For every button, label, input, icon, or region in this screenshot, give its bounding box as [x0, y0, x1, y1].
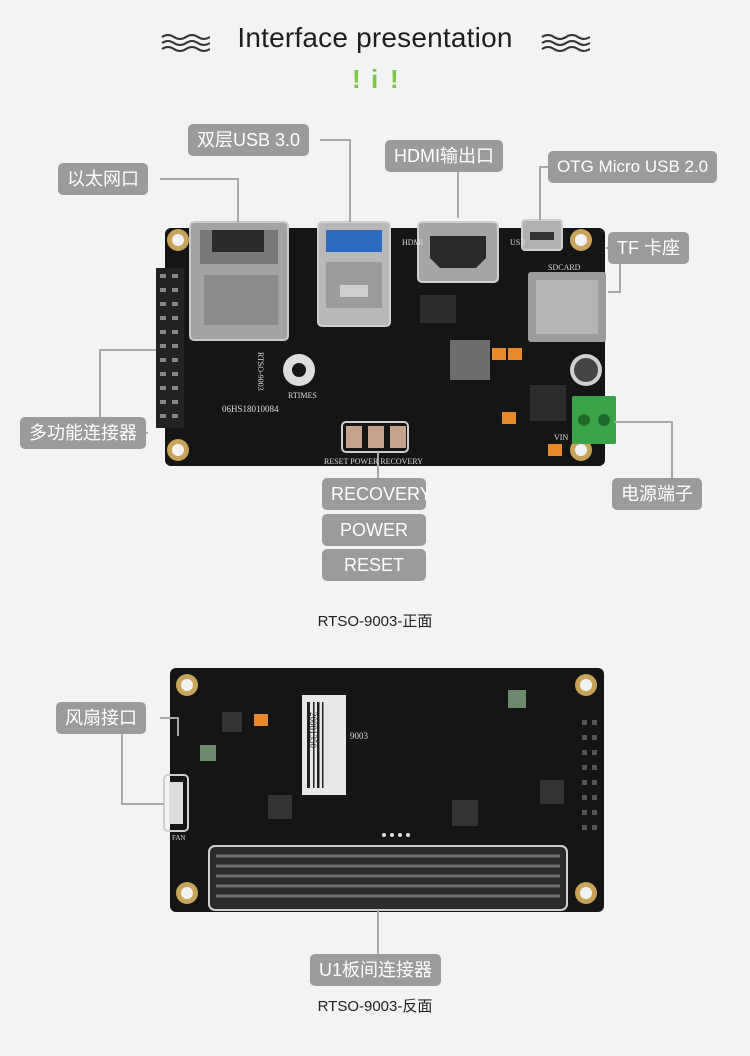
label-hdmi: HDMI输出口 [385, 140, 503, 172]
exclamation-mark: ! [390, 64, 399, 94]
silkscreen-brand: RTIMES [288, 391, 317, 400]
label-u1-connector: U1板间连接器 [310, 954, 442, 986]
silkscreen-buttons: RESET POWER RECOVERY [324, 457, 423, 466]
silkscreen-serial: 06HS18010084 [222, 404, 279, 414]
wave-icon [541, 34, 590, 52]
label-recovery: RECOVERY [322, 478, 432, 510]
back-caption: RTSO-9003-反面 [317, 998, 433, 1015]
label-tf-slot: TF 卡座 [608, 232, 689, 264]
label-power-terminal: 电源端子 [612, 478, 702, 510]
label-multi-connector: 多功能连接器 [20, 417, 146, 449]
silkscreen-usb: USB [510, 238, 526, 247]
page-title: Interface presentation [237, 22, 513, 53]
label-reset: RESET [322, 549, 426, 581]
label-ethernet: 以太网口 [58, 163, 148, 195]
label-fan: 风扇接口 [56, 702, 146, 734]
exclamation-mark: ! [352, 64, 361, 94]
silkscreen-hdmi: HDMI [402, 238, 424, 247]
label-usb3: 双层USB 3.0 [188, 124, 310, 156]
front-caption: RTSO-9003-正面 [317, 613, 433, 630]
wave-icon [161, 34, 210, 52]
silkscreen-sdcard: SDCARD [548, 263, 581, 272]
back-board [163, 668, 604, 912]
label-power: POWER [322, 514, 426, 546]
silkscreen-back-model: 9003 [350, 731, 369, 741]
silkscreen-fan: FAN [172, 834, 185, 842]
info-mark: i [371, 64, 379, 94]
silkscreen-vin: VIN [554, 433, 568, 442]
front-board [156, 219, 616, 466]
barcode-number: 20081350 [308, 712, 318, 749]
label-otg-usb: OTG Micro USB 2.0 [548, 151, 718, 183]
silkscreen-model: RTSO-9003 [256, 352, 265, 391]
